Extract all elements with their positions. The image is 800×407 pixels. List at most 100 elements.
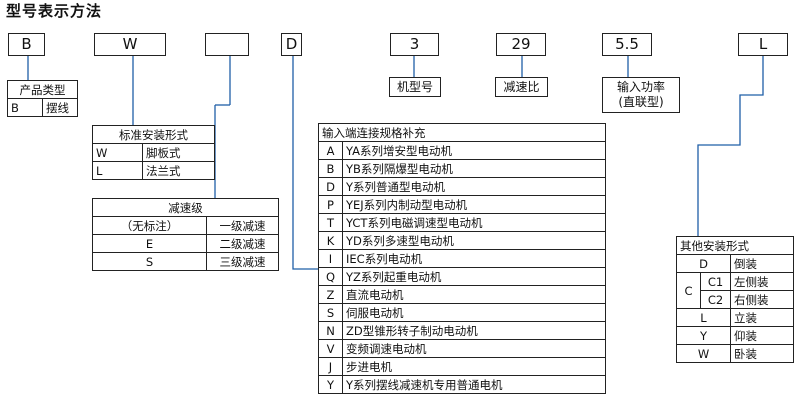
other-mount-group-code: C bbox=[676, 272, 701, 309]
input-name: IEC系列电动机 bbox=[342, 249, 606, 268]
input-name: 伺服电动机 bbox=[342, 303, 606, 322]
power-label-line2: (直联型) bbox=[618, 95, 664, 109]
input-name: Y系列摆线减速机专用普通电机 bbox=[342, 375, 606, 394]
code-box-ratio: 29 bbox=[496, 33, 546, 56]
code-box-other-mount: L bbox=[738, 33, 788, 56]
input-code: Z bbox=[318, 285, 343, 304]
other-mount-code: Y bbox=[676, 326, 731, 345]
product-type-code: B bbox=[7, 98, 43, 117]
table-row: （无标注） 一级减速 bbox=[92, 216, 279, 235]
code-box-stage bbox=[205, 33, 249, 56]
code-box-input: D bbox=[281, 33, 302, 56]
stage-name: 一级减速 bbox=[206, 216, 279, 235]
table-row: W 脚板式 bbox=[92, 143, 215, 162]
table-row: C2 右侧装 bbox=[677, 290, 795, 309]
input-end-header: 输入端连接规格补充 bbox=[318, 123, 606, 142]
product-type-table: 产品类型 B 摆线 bbox=[7, 80, 78, 117]
other-mount-code: C1 bbox=[700, 272, 731, 291]
mount-name: 法兰式 bbox=[142, 161, 215, 180]
input-code: Y bbox=[318, 375, 343, 394]
product-type-header: 产品类型 bbox=[7, 80, 78, 99]
input-name: YA系列增安型电动机 bbox=[342, 141, 606, 160]
other-mount-name: 仰装 bbox=[729, 326, 795, 345]
input-code: A bbox=[318, 141, 343, 160]
ratio-label: 减速比 bbox=[495, 77, 548, 97]
stage-code: S bbox=[92, 252, 207, 271]
other-mount-code: D bbox=[676, 254, 731, 273]
stage-code: E bbox=[92, 234, 207, 253]
other-mount-name: 卧装 bbox=[729, 344, 795, 363]
code-box-type: B bbox=[8, 33, 45, 56]
mount-code: W bbox=[92, 143, 143, 162]
input-code: S bbox=[318, 303, 343, 322]
stage-name: 二级减速 bbox=[206, 234, 279, 253]
code-box-frame: 3 bbox=[390, 33, 439, 56]
table-row: S 三级减速 bbox=[92, 252, 279, 271]
mount-name: 脚板式 bbox=[142, 143, 215, 162]
frame-label: 机型号 bbox=[389, 77, 441, 97]
other-mount-header: 其他安装形式 bbox=[675, 236, 795, 255]
mount-code: L bbox=[92, 161, 143, 180]
input-code: N bbox=[318, 321, 343, 340]
input-code: D bbox=[318, 177, 343, 196]
table-row: E 二级减速 bbox=[92, 234, 279, 253]
product-type-name: 摆线 bbox=[42, 98, 78, 117]
input-code: Q bbox=[318, 267, 343, 286]
input-code: I bbox=[318, 249, 343, 268]
input-name: 步进电机 bbox=[342, 357, 606, 376]
table-row: C C1 左侧装 bbox=[676, 272, 795, 309]
input-name: YD系列多速型电动机 bbox=[342, 231, 606, 250]
input-code: B bbox=[318, 159, 343, 178]
input-name: YZ系列起重电动机 bbox=[342, 267, 606, 286]
other-mount-name: 左侧装 bbox=[729, 272, 795, 291]
table-row: L 法兰式 bbox=[92, 161, 215, 180]
code-box-mount: W bbox=[94, 33, 166, 56]
input-name: Y系列普通型电动机 bbox=[342, 177, 606, 196]
reduction-stage-header: 减速级 bbox=[92, 198, 279, 217]
input-name: 直流电动机 bbox=[342, 285, 606, 304]
other-mount-code: C2 bbox=[700, 290, 731, 309]
input-code: J bbox=[318, 357, 343, 376]
input-name: YCT系列电磁调速型电动机 bbox=[342, 213, 606, 232]
input-code: K bbox=[318, 231, 343, 250]
stage-name: 三级减速 bbox=[206, 252, 279, 271]
input-name: YB系列隔爆型电动机 bbox=[342, 159, 606, 178]
power-label: 输入功率 (直联型) bbox=[602, 77, 680, 113]
input-name: YEJ系列内制动型电动机 bbox=[342, 195, 606, 214]
other-mount-name: 立装 bbox=[729, 308, 795, 327]
reduction-stage-table: 减速级 （无标注） 一级减速 E 二级减速 S 三级减速 bbox=[92, 198, 279, 271]
input-name: ZD型锥形转子制动电动机 bbox=[342, 321, 606, 340]
stage-code: （无标注） bbox=[92, 216, 207, 235]
standard-mount-table: 标准安装形式 W 脚板式 L 法兰式 bbox=[92, 125, 215, 180]
other-mount-name: 右侧装 bbox=[729, 290, 795, 309]
input-code: V bbox=[318, 339, 343, 358]
page-title: 型号表示方法 bbox=[6, 2, 103, 20]
power-label-line1: 输入功率 bbox=[616, 80, 665, 94]
input-name: 变频调速电动机 bbox=[342, 339, 606, 358]
other-mount-code: W bbox=[676, 344, 731, 363]
other-mount-code: L bbox=[676, 308, 731, 327]
standard-mount-header: 标准安装形式 bbox=[92, 125, 215, 144]
code-box-power: 5.5 bbox=[602, 33, 652, 56]
input-code: T bbox=[318, 213, 343, 232]
